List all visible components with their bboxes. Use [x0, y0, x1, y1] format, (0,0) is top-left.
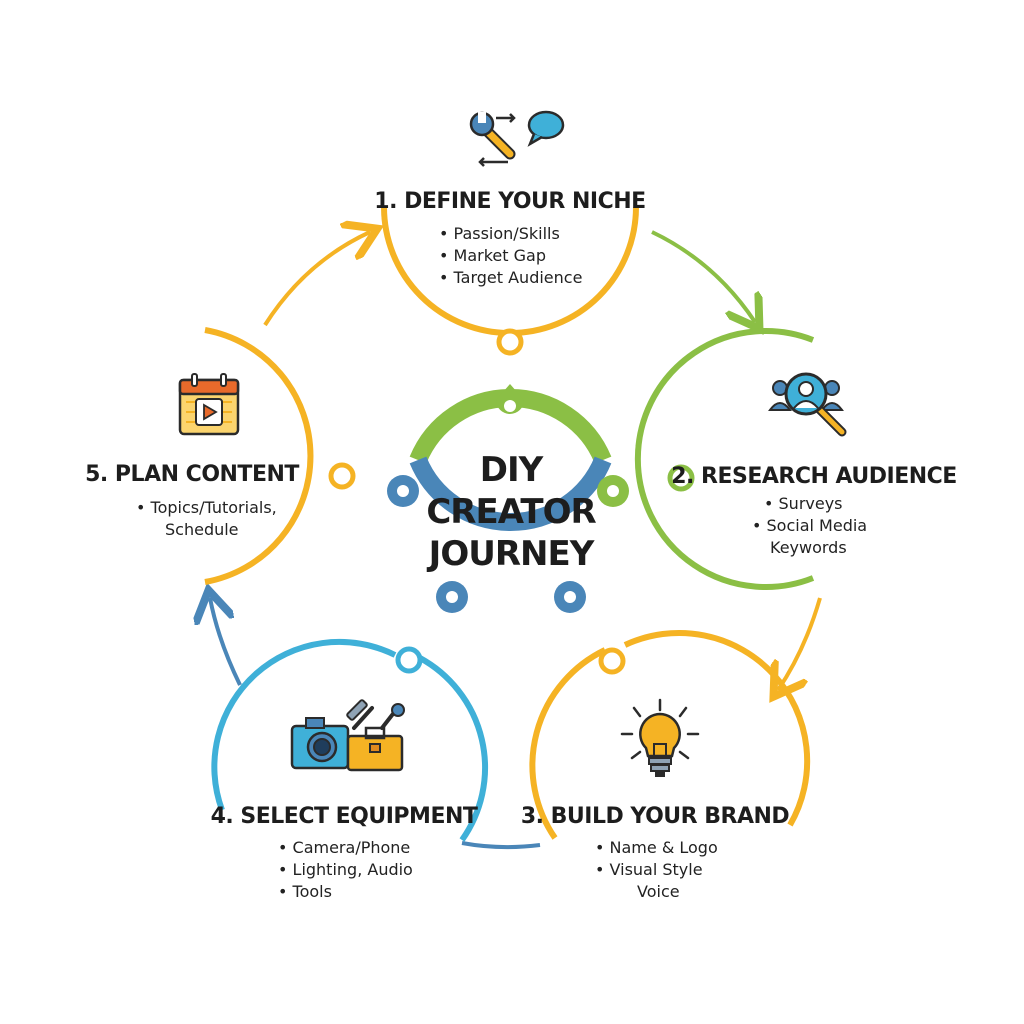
center-pin-right [597, 475, 629, 507]
step-2-bullet-3: Keywords [770, 538, 847, 557]
audience-magnifier-icon [768, 372, 847, 437]
arrow-2-to-3 [778, 597, 822, 690]
center-hub: DIY CREATOR JOURNEY [387, 384, 629, 613]
step-1-bullet-1: • Passion/Skills [439, 224, 560, 243]
step-2-arc [634, 328, 815, 590]
step-3-title: 3. BUILD YOUR BRAND [521, 804, 790, 829]
step-1-title: 1. DEFINE YOUR NICHE [374, 189, 645, 214]
lightbulb-icon [620, 698, 700, 777]
step-2-node [667, 464, 695, 492]
center-title-line-2: CREATOR [426, 492, 596, 532]
step-4-bullet-1: • Camera/Phone [278, 838, 410, 857]
center-pin-top [496, 384, 524, 414]
step-3-bullet-1: • Name & Logo [595, 838, 718, 857]
step-2-card: 2. RESEARCH AUDIENCE • Surveys • Social … [634, 328, 957, 590]
step-2-bullet-2: • Social Media [752, 516, 867, 535]
step-1-card: 1. DEFINE YOUR NICHE • Passion/Skills • … [374, 110, 646, 356]
step-4-bullet-2: • Lighting, Audio [278, 860, 413, 879]
step-3-arc [529, 629, 811, 840]
camera-toolbox-icon [290, 699, 405, 772]
step-3-bullet-2: • Visual Style [595, 860, 703, 879]
arrow-5-to-1 [263, 232, 370, 327]
step-5-arc [204, 327, 314, 585]
step-5-bullet-1: • Topics/Tutorials, [136, 498, 277, 517]
center-title-line-1: DIY [480, 450, 544, 490]
step-4-node [395, 646, 423, 674]
step-4-arc [211, 638, 488, 842]
step-2-title: 2. RESEARCH AUDIENCE [671, 464, 957, 489]
step-1-bullet-2: • Market Gap [439, 246, 546, 265]
center-title-line-3: JOURNEY [427, 534, 595, 574]
step-5-card: 5. PLAN CONTENT • Topics/Tutorials, Sche… [85, 327, 356, 585]
connector-4-to-3 [461, 841, 541, 850]
step-1-node [496, 328, 524, 356]
step-3-node [598, 647, 626, 675]
step-3-card: 3. BUILD YOUR BRAND • Name & Logo • Visu… [521, 629, 811, 901]
calendar-video-icon [178, 373, 240, 436]
step-4-card: 4. SELECT EQUIPMENT • Camera/Phone • Lig… [211, 638, 488, 901]
center-pin-bottom-right [554, 581, 586, 613]
arrow-1-to-2 [651, 230, 755, 322]
wrench-chat-icon [469, 110, 565, 167]
step-5-node [328, 462, 356, 490]
step-5-bullet-2: Schedule [165, 520, 239, 539]
step-4-title: 4. SELECT EQUIPMENT [211, 804, 478, 829]
center-pin-left [387, 475, 419, 507]
center-pin-bottom-left [436, 581, 468, 613]
step-1-bullet-3: • Target Audience [439, 268, 582, 287]
arrow-4-to-5 [210, 598, 242, 686]
step-5-title: 5. PLAN CONTENT [85, 462, 299, 487]
step-4-bullet-3: • Tools [278, 882, 332, 901]
center-ring-blue-arc [409, 456, 612, 531]
step-2-bullet-1: • Surveys [764, 494, 843, 513]
step-3-bullet-3: Voice [637, 882, 680, 901]
